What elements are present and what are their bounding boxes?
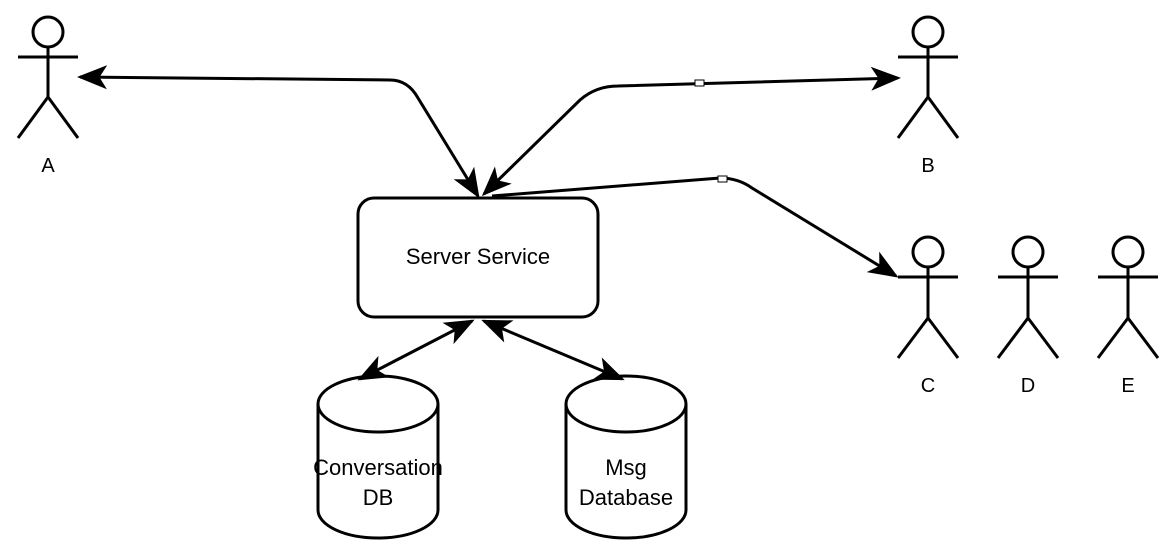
actor-d-label: D: [1020, 375, 1036, 397]
connector-server-conversation-db: [357, 319, 475, 381]
connector-a-server: [77, 65, 480, 199]
edge-handle-marks: [694, 79, 728, 183]
msg-database-label-line-1: Msg: [605, 455, 647, 480]
actor-e-label: E: [1121, 375, 1135, 397]
connector-b-server: [481, 66, 901, 197]
actor-d-figure: [996, 235, 1060, 359]
actor-a-label: A: [41, 155, 55, 177]
actor-a-figure: [16, 15, 80, 139]
actor-c-label: C: [920, 375, 936, 397]
actor-e-figure: [1096, 235, 1160, 359]
actor-b-figure: [896, 15, 960, 139]
msg-database-label-line-2: Database: [578, 485, 674, 510]
actor-b-label: B: [921, 155, 935, 177]
actor-c-figure: [896, 235, 960, 359]
msg-database-cylinder: [564, 374, 688, 540]
conversation-db-label: Conversation DB: [298, 453, 458, 513]
connector-server-msg-database: [481, 319, 625, 381]
server-service-label: Server Service: [405, 244, 551, 269]
conversation-db-label-line-2: DB: [362, 485, 394, 510]
msg-database-label: Msg Database: [546, 453, 706, 513]
conversation-db-label-line-1: Conversation: [313, 455, 443, 480]
conversation-db-cylinder: [316, 374, 440, 540]
